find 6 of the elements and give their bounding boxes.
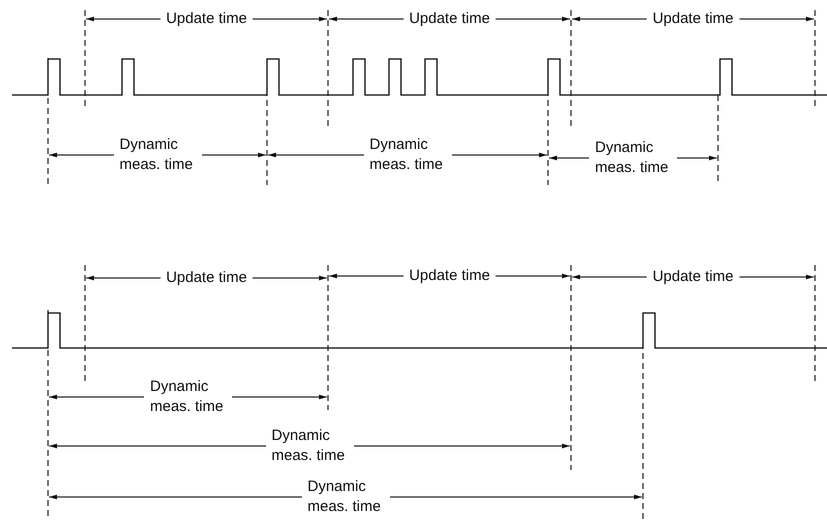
dimension-label: Update time bbox=[646, 267, 740, 287]
dimension-label: Update time bbox=[160, 9, 253, 29]
dimension-label: Update time bbox=[403, 266, 496, 286]
dimension-label: Update time bbox=[403, 9, 496, 29]
dimension-label: Update time bbox=[160, 268, 253, 288]
dimension-label: Update time bbox=[646, 9, 740, 29]
